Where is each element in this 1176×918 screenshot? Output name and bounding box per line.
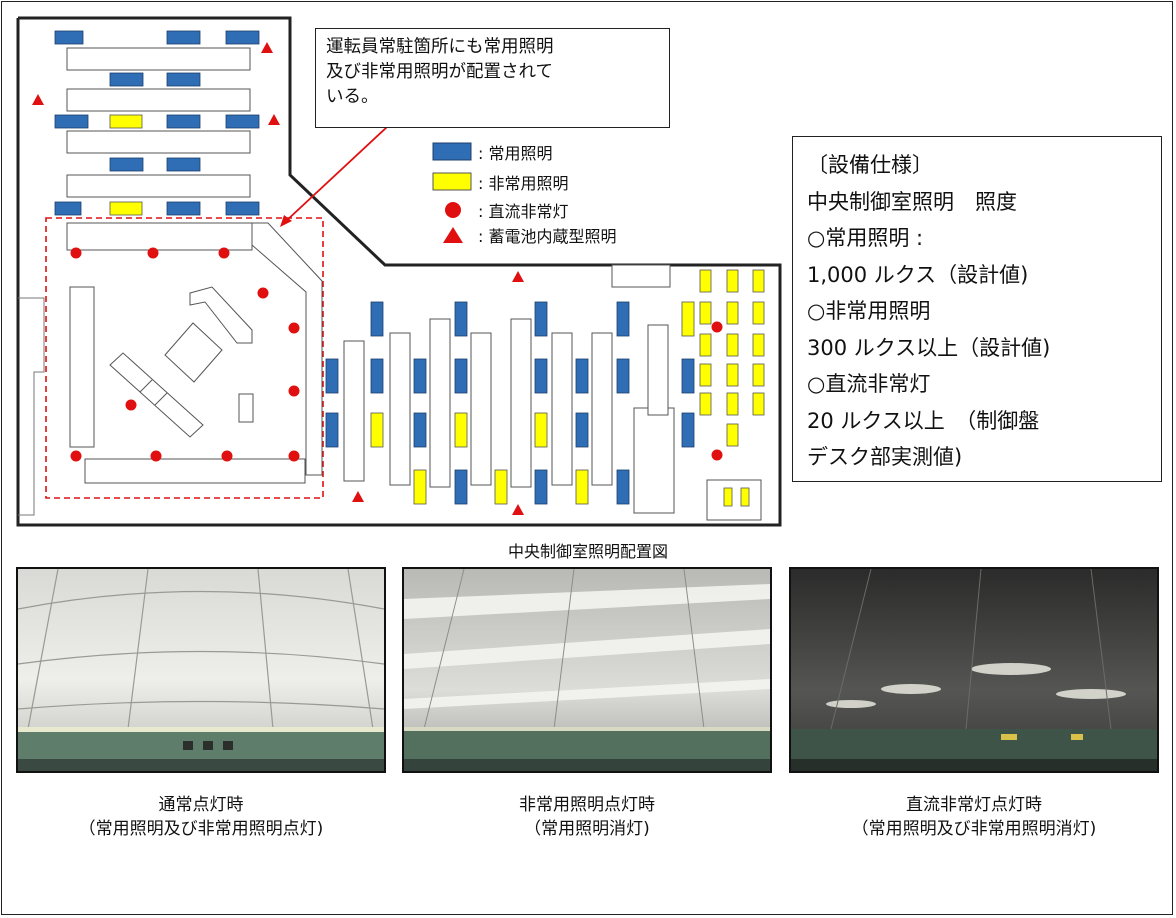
equipment-specs: 〔設備仕様〕 中央制御室照明 照度 ○常用照明 : 1,000 ルクス（設計値)… <box>792 136 1162 482</box>
legend-normal-swatch <box>432 142 472 161</box>
room-notch <box>18 297 45 516</box>
plan-caption: 中央制御室照明配置図 <box>507 542 668 561</box>
photo-caption-line: （常用照明及び非常用照明点灯) <box>78 819 324 839</box>
legend-battery-label: : 蓄電池内蔵型照明 <box>478 227 617 246</box>
specs-dc-value-2: デスク部実測値) <box>807 445 963 469</box>
photo-caption-line: 非常用照明点灯時 <box>519 795 655 815</box>
callout-line: 運転員常駐箇所にも常用照明 <box>326 37 554 57</box>
legend-normal: : 常用照明 <box>474 141 552 163</box>
photo-caption-normal: 通常点灯時 （常用照明及び非常用照明点灯) <box>16 793 386 841</box>
photo-emergency-lighting <box>402 567 772 773</box>
upper-desks <box>66 47 251 198</box>
photo-caption-line: 直流非常灯点灯時 <box>906 795 1042 815</box>
legend-dc-symbol <box>445 202 461 218</box>
control-panels <box>343 264 762 521</box>
callout-line: いる。 <box>326 87 379 107</box>
callout-note: 運転員常駐箇所にも常用照明 及び非常用照明が配置されて いる。 <box>315 28 670 128</box>
specs-emergency-value: 300 ルクス以上（設計値) <box>807 335 1051 360</box>
photo-caption-line: 通常点灯時 <box>158 795 244 815</box>
specs-heading: 中央制御室照明 照度 <box>807 189 1017 214</box>
specs-dc-value: 20 ルクス以上 （制御盤 <box>807 408 1040 433</box>
legend-emergency-swatch <box>432 172 472 191</box>
specs-normal-label: ○常用照明 : <box>807 226 924 250</box>
photo-caption-line: （常用照明消灯) <box>524 819 650 839</box>
legend-emergency: : 非常用照明 <box>474 171 568 193</box>
emergency-lights <box>109 114 765 507</box>
room-outline <box>16 16 782 527</box>
specs-emergency-label: ○非常用照明 <box>807 299 931 323</box>
photo-caption-emergency: 非常用照明点灯時 （常用照明消灯) <box>402 793 772 841</box>
zone-furniture <box>66 222 323 484</box>
callout-arrow <box>284 126 388 223</box>
operator-zone <box>45 217 324 499</box>
control-room-floor-plan <box>16 16 782 527</box>
callout-arrowhead <box>280 215 292 227</box>
legend-symbols <box>432 142 472 243</box>
battery-lights <box>32 42 524 515</box>
photo-caption-dc: 直流非常灯点灯時 （常用照明及び非常用照明消灯) <box>789 793 1159 841</box>
legend-dc-label: : 直流非常灯 <box>478 202 569 221</box>
photo-normal-lighting <box>16 567 386 773</box>
legend-battery-symbol <box>443 227 463 243</box>
legend-normal-label: : 常用照明 <box>478 144 553 163</box>
legend-dc: : 直流非常灯 <box>474 199 568 221</box>
legend-battery: : 蓄電池内蔵型照明 <box>474 224 616 246</box>
photo-caption-line: （常用照明及び非常用照明消灯) <box>851 819 1097 839</box>
legend-emergency-label: : 非常用照明 <box>478 174 569 193</box>
callout-line: 及び非常用照明が配置されて <box>326 62 553 82</box>
normal-lights <box>54 30 695 505</box>
specs-title: 〔設備仕様〕 <box>807 153 933 177</box>
photo-dc-emergency-lighting <box>789 567 1159 773</box>
dc-emergency-lights <box>70 247 723 462</box>
specs-dc-label: ○直流非常灯 <box>807 372 931 396</box>
specs-normal-value: 1,000 ルクス（設計値) <box>807 262 1029 287</box>
